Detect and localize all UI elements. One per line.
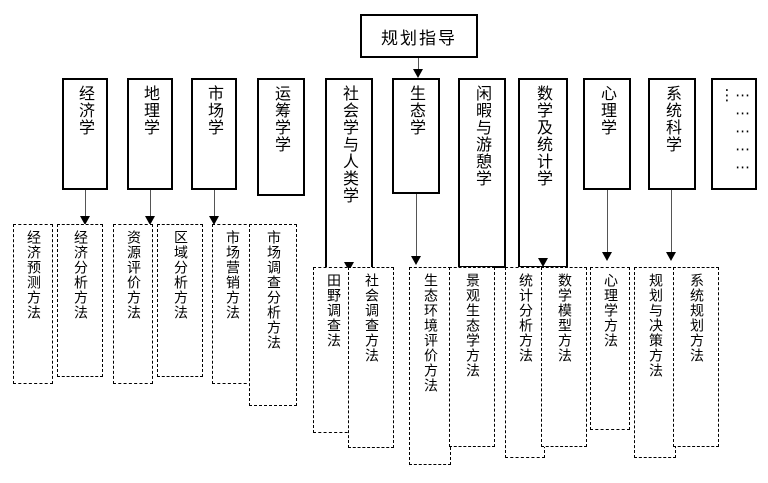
method-box-psychology-method[interactable]: 心理学方法 (590, 267, 630, 430)
vertical-ellipsis-icon: ⋯⋯⋯⋯⋯⋮ (718, 86, 752, 176)
discipline-label: 生态学 (407, 85, 426, 136)
method-label: 田野调查法 (325, 273, 341, 348)
method-box-market-marketing[interactable]: 市场营销方法 (212, 224, 252, 384)
method-label: 市场调查分析方法 (265, 230, 281, 350)
method-box-landscape-ecology[interactable]: 景观生态学方法 (449, 267, 495, 447)
method-box-mathematical-model[interactable]: 数学模型方法 (541, 267, 587, 447)
method-label: 区域分析方法 (172, 230, 188, 320)
method-box-system-planning[interactable]: 系统规划方法 (673, 267, 719, 447)
discipline-label: 市场学 (205, 85, 224, 136)
discipline-box-geography[interactable]: 地理学 (127, 78, 173, 190)
discipline-label: 心理学 (598, 85, 617, 136)
root-node-planning-guidance[interactable]: 规划指导 (360, 14, 478, 58)
method-label: 数学模型方法 (556, 273, 572, 363)
method-box-planning-decision[interactable]: 规划与决策方法 (634, 267, 676, 458)
method-box-field-survey[interactable]: 田野调查法 (313, 267, 353, 433)
discipline-box-mathematics-statistics[interactable]: 数学及统计学 (518, 78, 568, 268)
connector-ecology (416, 194, 417, 259)
arrowhead-mathematics-statistics (538, 258, 548, 267)
arrowhead-psychology (602, 252, 612, 261)
discipline-box-more-ellipsis[interactable]: ⋯⋯⋯⋯⋯⋮ (711, 78, 757, 190)
discipline-label: 闲暇与游憩学 (473, 85, 492, 187)
connector-systems-science (671, 190, 672, 255)
method-label: 经济预测方法 (25, 230, 41, 320)
method-box-economic-forecast[interactable]: 经济预测方法 (13, 224, 53, 384)
discipline-label: 地理学 (141, 85, 160, 136)
discipline-box-leisure-recreation[interactable]: 闲暇与游憩学 (458, 78, 506, 268)
method-box-market-survey-analysis[interactable]: 市场调查分析方法 (249, 224, 297, 406)
connector-root-to-ecology (418, 58, 419, 72)
arrowhead-systems-science (666, 252, 676, 261)
connector-geography (150, 190, 151, 219)
arrowhead-marketing (209, 216, 219, 225)
discipline-box-sociology-anthropology[interactable]: 社会学与人类学 (325, 78, 373, 271)
discipline-box-economics[interactable]: 经济学 (62, 78, 108, 190)
discipline-label: 运筹学学 (272, 85, 291, 153)
method-label: 生态环境评价方法 (422, 273, 438, 393)
arrowhead-ecology (411, 256, 421, 265)
method-label: 规划与决策方法 (647, 273, 663, 378)
method-label: 经济分析方法 (72, 230, 88, 320)
discipline-label: 社会学与人类学 (340, 85, 359, 204)
method-label: 社会调查方法 (363, 273, 379, 363)
method-box-regional-analysis[interactable]: 区域分析方法 (157, 224, 203, 377)
discipline-label: 经济学 (76, 85, 95, 136)
method-box-statistical-analysis[interactable]: 统计分析方法 (505, 267, 545, 458)
root-node-label: 规划指导 (381, 28, 457, 49)
arrowhead-geography (145, 216, 155, 225)
arrowhead-root-to-ecology (413, 69, 423, 78)
discipline-box-ecology[interactable]: 生态学 (392, 78, 440, 194)
discipline-box-psychology[interactable]: 心理学 (583, 78, 631, 190)
discipline-label: 数学及统计学 (534, 85, 553, 187)
method-box-ecological-environment-evaluation[interactable]: 生态环境评价方法 (409, 267, 451, 465)
method-label: 资源评价方法 (125, 230, 141, 320)
method-label: 景观生态学方法 (464, 273, 480, 378)
arrowhead-sociology (344, 262, 354, 271)
connector-psychology (607, 190, 608, 255)
connector-marketing (214, 190, 215, 219)
method-label: 统计分析方法 (517, 273, 533, 363)
method-box-social-survey[interactable]: 社会调查方法 (348, 267, 394, 448)
connector-economics (85, 190, 86, 219)
method-box-economic-analysis[interactable]: 经济分析方法 (57, 224, 103, 377)
discipline-box-operations-research[interactable]: 运筹学学 (257, 78, 305, 196)
arrowhead-economics (80, 216, 90, 225)
discipline-box-marketing[interactable]: 市场学 (191, 78, 237, 190)
method-label: 系统规划方法 (688, 273, 704, 363)
discipline-box-systems-science[interactable]: 系统科学 (648, 78, 696, 190)
discipline-label: 系统科学 (663, 85, 682, 153)
method-box-resource-evaluation[interactable]: 资源评价方法 (113, 224, 153, 384)
method-label: 心理学方法 (602, 273, 618, 348)
method-label: 市场营销方法 (224, 230, 240, 320)
